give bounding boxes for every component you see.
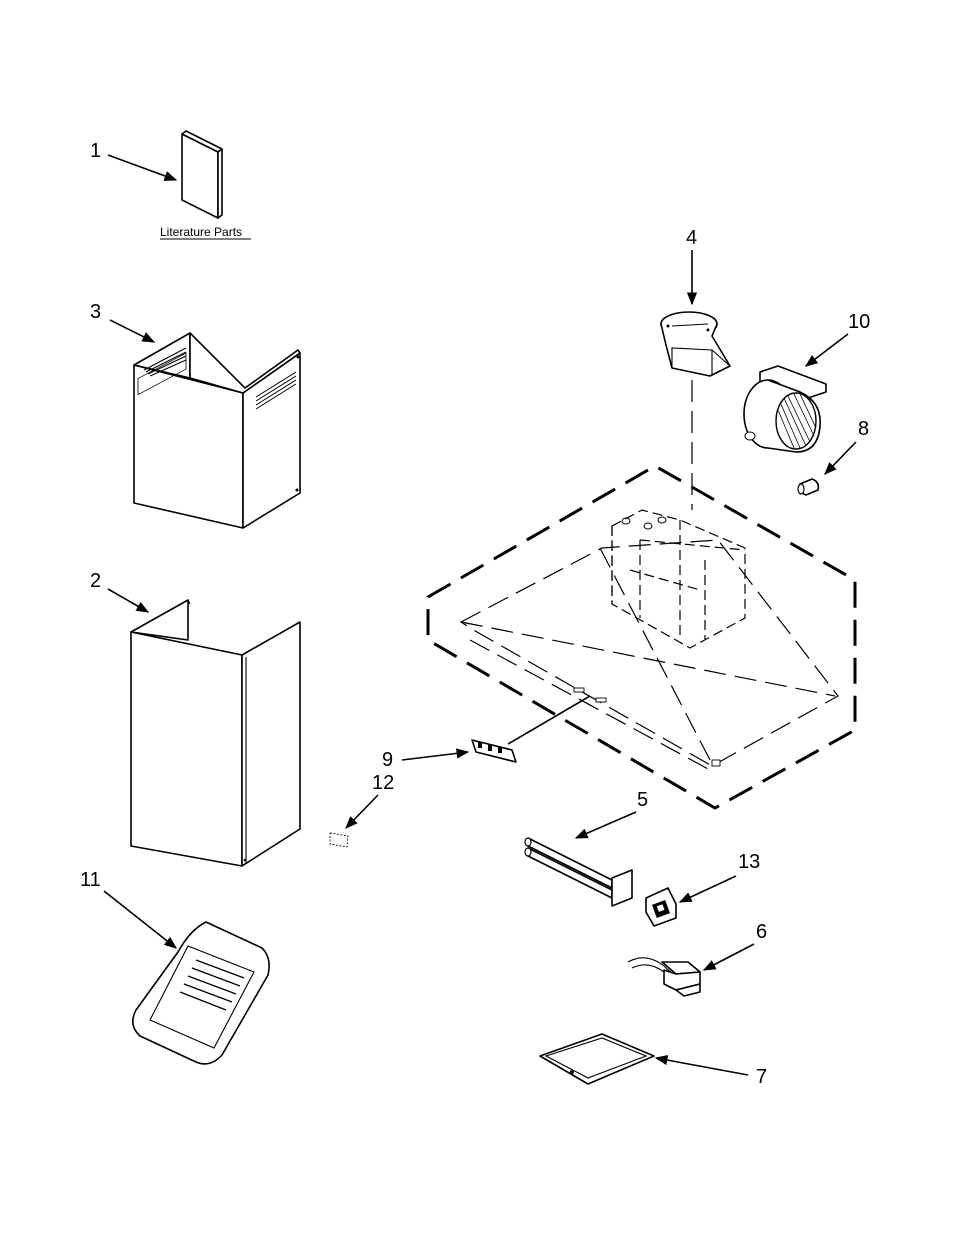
callout-5: 5 (637, 789, 648, 811)
power-cord-terminal (628, 958, 700, 996)
lamp-assembly (525, 838, 632, 906)
leader-13 (680, 876, 736, 902)
lower-chimney-cover (131, 600, 300, 866)
callout-9: 9 (382, 749, 393, 771)
callout-2: 2 (90, 570, 101, 592)
blower-motor (744, 366, 826, 452)
callout-10: 10 (848, 311, 870, 333)
leader-11 (104, 891, 176, 948)
callout-1: 1 (90, 140, 101, 162)
leader-12 (346, 795, 378, 828)
callout-3: 3 (90, 301, 101, 323)
callout-8: 8 (858, 418, 869, 440)
damper-transition (661, 312, 730, 376)
capacitor (798, 479, 818, 495)
leader-2 (108, 589, 148, 612)
callout-4: 4 (686, 227, 697, 249)
label-12 (330, 833, 348, 847)
leader-10 (806, 334, 848, 366)
leader-5 (576, 812, 636, 838)
switch-block (646, 888, 676, 926)
upper-chimney-cover (134, 333, 300, 528)
leader-7 (656, 1058, 748, 1075)
leader-9 (402, 752, 468, 760)
callout-11: 11 (80, 869, 101, 891)
leader-1 (108, 155, 176, 180)
literature-parts-label: Literature Parts (160, 225, 242, 239)
assembly-line-9 (508, 696, 590, 744)
callout-13: 13 (738, 851, 760, 873)
literature-booklet (182, 131, 222, 218)
leader-8 (825, 442, 856, 474)
leader-3 (110, 320, 154, 342)
grease-filter (540, 1034, 654, 1084)
callout-12: 12 (372, 772, 394, 794)
leader-6 (704, 944, 754, 970)
callout-7: 7 (756, 1066, 767, 1088)
instruction-packet (133, 922, 269, 1064)
callout-6: 6 (756, 921, 767, 943)
